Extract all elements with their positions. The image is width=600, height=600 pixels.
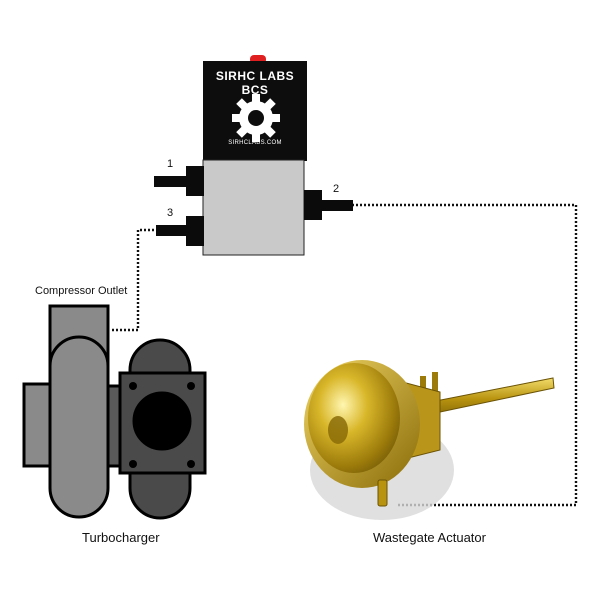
hose-compressor-to-port-3 [112,228,156,332]
port-3-fitting [156,216,204,246]
turbine-outlet [132,391,192,451]
compressor-housing [48,335,110,519]
gear-icon [232,94,280,142]
hose-lines [112,203,578,507]
port-1-label: 1 [167,158,174,170]
turbocharger-icon [22,304,207,520]
actuator-can [308,363,400,473]
flange-bolts [129,382,195,468]
port-1-fitting [154,166,204,196]
wastegate-actuator-image [304,360,555,520]
compressor-outlet-label: Compressor Outlet [35,285,128,297]
solenoid-website-label: SIRHCLABS.COM [228,140,282,146]
hose-port-2-to-actuator [352,203,578,507]
solenoid-model-label: BCS [241,83,269,97]
port-2-label: 2 [333,183,340,195]
port-2-fitting [304,190,353,220]
solenoid-brand-label: SIRHC LABS [215,69,295,83]
port-3-label: 3 [167,207,174,219]
solenoid-body [202,159,305,256]
actuator-nipple [377,479,388,507]
actuator-stud-2 [432,372,438,396]
wastegate-actuator-label: Wastegate Actuator [373,530,486,545]
boost-control-solenoid [154,55,353,256]
actuator-center [328,416,348,444]
turbocharger-label: Turbocharger [82,530,160,545]
